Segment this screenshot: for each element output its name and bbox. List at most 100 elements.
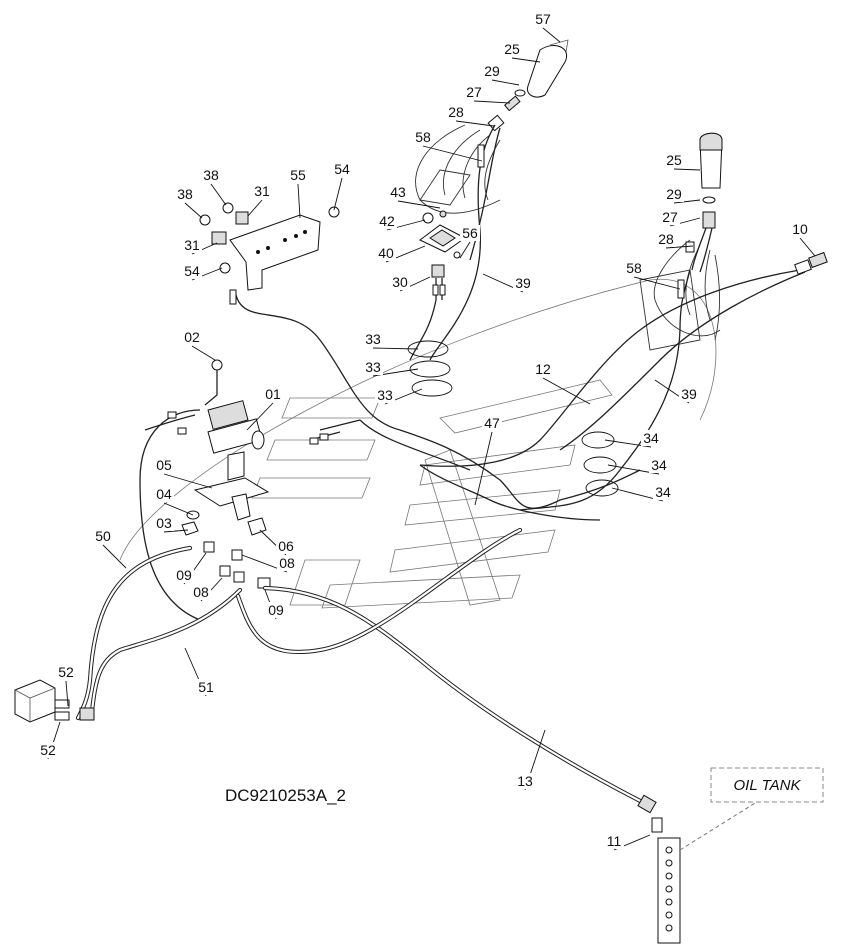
part-number-label: 09 xyxy=(268,602,284,618)
part-number-label: 08 xyxy=(279,555,295,571)
part-number-label: 43 xyxy=(390,184,406,200)
label-backdrop xyxy=(154,515,174,531)
label-backdrop xyxy=(182,237,202,253)
part-number-label: 58 xyxy=(626,260,642,276)
label-backdrop xyxy=(252,183,272,199)
leader-line xyxy=(633,276,681,290)
leader-line xyxy=(542,27,561,43)
callout-29b: 29 xyxy=(664,186,701,204)
callout-06: 06 xyxy=(259,529,296,556)
leader-line xyxy=(491,79,520,86)
leader-line xyxy=(459,241,471,259)
part-number-label: 38 xyxy=(177,186,193,202)
pump-block xyxy=(14,679,95,723)
callout-25a: 25 xyxy=(502,41,541,63)
label-backdrop xyxy=(390,274,410,290)
label-backdrop xyxy=(790,221,810,237)
part-number-label: 52 xyxy=(40,742,56,758)
label-backdrop xyxy=(154,457,174,473)
callout-25b: 25 xyxy=(664,152,701,171)
part-number-label: 39 xyxy=(681,386,697,402)
part-number-label: 34 xyxy=(643,430,659,446)
part-number-label: 10 xyxy=(792,221,808,237)
callout-52b: 52 xyxy=(38,721,61,760)
part-number-label: 04 xyxy=(156,486,172,502)
part-number-label: 56 xyxy=(462,225,478,241)
part-number-label: 52 xyxy=(58,664,74,680)
callout-33c: 33 xyxy=(375,387,423,405)
callout-29a: 29 xyxy=(482,63,520,86)
leader-line xyxy=(665,245,694,249)
label-backdrop xyxy=(191,584,211,600)
label-backdrop xyxy=(196,679,216,695)
part-number-label: 25 xyxy=(666,152,682,168)
callout-47: 47 xyxy=(474,415,502,506)
callout-05: 05 xyxy=(154,457,213,489)
fittings xyxy=(203,541,271,589)
hose-13 xyxy=(262,585,651,808)
leader-line xyxy=(65,680,69,707)
label-backdrop xyxy=(513,275,533,291)
part-number-label: 54 xyxy=(334,161,350,177)
leader-line xyxy=(163,502,194,516)
leader-line xyxy=(163,473,213,489)
part-number-label: 05 xyxy=(156,457,172,473)
part-number-label: 08 xyxy=(193,584,209,600)
leader-line xyxy=(455,120,495,127)
part-number-label: 01 xyxy=(265,386,281,402)
part-number-label: 58 xyxy=(415,129,431,145)
label-backdrop xyxy=(288,167,308,183)
label-backdrop xyxy=(664,186,684,202)
label-backdrop xyxy=(174,567,194,583)
label-backdrop xyxy=(266,602,286,618)
callout-55: 55 xyxy=(288,167,308,219)
callout-13: 13 xyxy=(515,729,546,791)
label-backdrop xyxy=(93,528,113,544)
part-number-label: 42 xyxy=(379,213,395,229)
part-number-label: 30 xyxy=(392,274,408,290)
label-backdrop xyxy=(460,225,480,241)
callout-39b: 39 xyxy=(654,379,699,404)
callout-31a: 31 xyxy=(247,183,272,217)
callout-11: 11 xyxy=(604,833,651,851)
leader-line xyxy=(474,431,493,506)
callout-02: 02 xyxy=(182,329,216,361)
part-number-label: 38 xyxy=(203,167,219,183)
part-number-label: 55 xyxy=(290,167,306,183)
part-number-label: 28 xyxy=(448,104,464,120)
callout-09b: 09 xyxy=(264,589,286,620)
part-number-label: 54 xyxy=(184,263,200,279)
oil-tank-port xyxy=(637,794,761,944)
part-number-label: 12 xyxy=(535,361,551,377)
callout-56: 56 xyxy=(459,225,480,259)
label-backdrop xyxy=(502,41,522,57)
label-backdrop xyxy=(175,186,195,202)
leader-line xyxy=(799,237,816,257)
label-backdrop xyxy=(624,260,644,276)
callout-42: 42 xyxy=(377,213,426,231)
label-backdrop xyxy=(154,486,174,502)
leader-line xyxy=(542,377,591,405)
clamps-34 xyxy=(581,431,619,497)
leader-line xyxy=(673,168,701,171)
part-number-label: 29 xyxy=(666,186,682,202)
leader-line xyxy=(397,200,441,209)
leader-line xyxy=(163,529,189,533)
callout-58b: 58 xyxy=(624,260,681,290)
label-backdrop xyxy=(376,245,396,261)
callout-10: 10 xyxy=(790,221,816,257)
callout-51: 51 xyxy=(184,647,216,697)
label-backdrop xyxy=(363,359,383,375)
part-number-label: 25 xyxy=(504,41,520,57)
part-number-label: 31 xyxy=(254,183,270,199)
leader-line xyxy=(422,145,483,162)
callout-27a: 27 xyxy=(464,84,511,104)
callout-54a: 54 xyxy=(332,161,352,211)
label-backdrop xyxy=(377,213,397,229)
callout-38b: 38 xyxy=(175,186,203,219)
part-number-label: 11 xyxy=(607,833,622,849)
label-backdrop xyxy=(482,415,502,431)
wire-47 xyxy=(419,464,601,521)
callout-34c: 34 xyxy=(611,484,673,502)
